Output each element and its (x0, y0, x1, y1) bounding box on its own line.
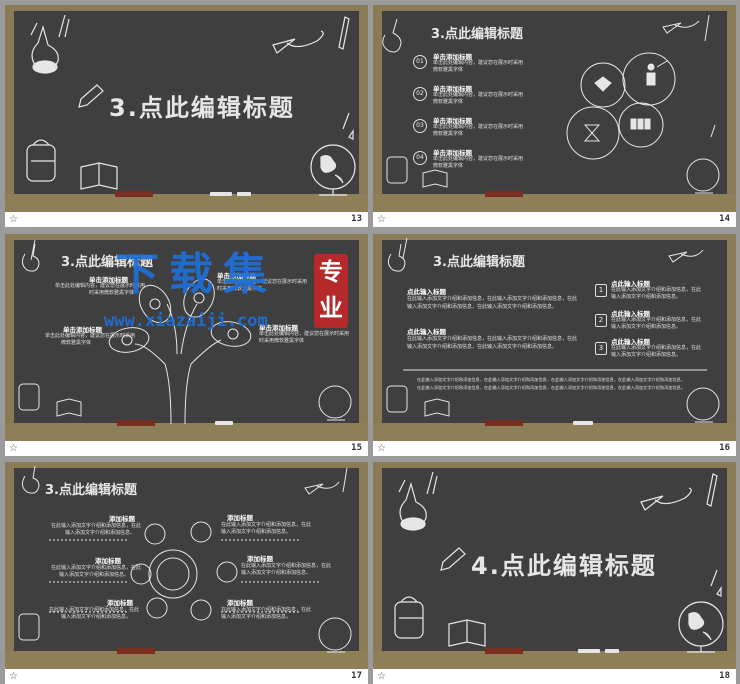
slide-thumbnail-17[interactable]: 3.点此编辑标题 添加标题 在此输入添加文字介绍和添加信息，在此 输入添加文字介… (5, 462, 368, 684)
slide-title[interactable]: 4.点此编辑标题 (471, 552, 657, 580)
backpack-icon (18, 383, 40, 411)
globe-icon (686, 387, 720, 421)
tree-trunk (134, 303, 222, 425)
star-icon[interactable]: ☆ (9, 214, 18, 225)
chalk-doodles (386, 237, 720, 423)
book-icon (80, 162, 118, 190)
flask-icon (21, 465, 40, 494)
hourglass-icon (583, 124, 601, 142)
pencil-icon (78, 84, 104, 108)
globe-icon (318, 617, 352, 651)
backpack-icon (386, 156, 408, 184)
leaf (138, 284, 172, 324)
star-icon[interactable]: ☆ (9, 671, 18, 682)
gear-icon (148, 549, 198, 599)
petal-circle (566, 106, 620, 160)
star-icon[interactable]: ☆ (377, 671, 386, 682)
slide-number: 16 (719, 443, 730, 453)
watermark-url: www.xiazaiji.com (104, 311, 268, 331)
slide-thumbnail-15[interactable]: 3.点此编辑标题 单击添加标题 单击此处编辑内容，建议您在展示时采用 时采用微软… (5, 234, 368, 456)
slide-number: 14 (719, 214, 730, 224)
slide-number: 15 (351, 443, 362, 453)
pencil-icon (338, 16, 350, 50)
binders-icon (630, 118, 637, 130)
slide-title[interactable]: 3.点此编辑标题 (45, 483, 137, 498)
backpack-icon (18, 613, 40, 641)
backpack-icon (386, 385, 408, 413)
watermark-logo-text: 下载集 (115, 249, 277, 300)
slide-title[interactable]: 3.点此编辑标题 (433, 255, 525, 270)
star-icon[interactable]: ☆ (377, 214, 386, 225)
paper-plane-icon (272, 30, 324, 54)
chalk-doodles (18, 239, 352, 425)
book-icon (424, 398, 450, 417)
globe-icon (318, 385, 352, 419)
star-icon[interactable]: ☆ (377, 443, 386, 454)
book-icon (448, 619, 486, 647)
chalk-doodles (394, 471, 724, 653)
slide-title[interactable]: 3.点此编辑标题 (61, 255, 153, 270)
slide-title[interactable]: 3.点此编辑标题 (109, 94, 295, 122)
flask-icon (190, 521, 212, 543)
teacher-icon (646, 60, 668, 86)
leaf (183, 278, 215, 318)
slide-title[interactable]: 3.点此编辑标题 (431, 27, 523, 42)
eraser (115, 191, 153, 197)
paper-plane-icon (662, 20, 700, 34)
slide-thumbnail-14[interactable]: 3.点此编辑标题 01 单击添加标题 单击此处编辑内容，建议您在展示时采用 微软… (373, 5, 736, 227)
petal-circle (580, 62, 626, 108)
book-icon (422, 169, 448, 188)
slide-number: 17 (351, 671, 362, 681)
flask-icon (387, 243, 406, 272)
star-icon (216, 561, 238, 583)
paper-plane-icon (668, 249, 704, 263)
leaf (210, 321, 252, 347)
star-icon[interactable]: ☆ (9, 443, 18, 454)
chart-icon (130, 563, 152, 585)
petal-circle (622, 52, 676, 106)
slide-number: 18 (719, 671, 730, 681)
petal-circle (618, 102, 664, 148)
flask-icon (21, 243, 40, 272)
slide-thumbnail-13[interactable]: 3.点此编辑标题 ☆ 13 (5, 5, 368, 227)
watermark-stamp: 专 业 (314, 254, 348, 328)
network-icon (190, 599, 212, 621)
chalk-doodles (26, 14, 356, 196)
leaf (108, 327, 150, 353)
chalk-doodles (18, 465, 352, 653)
backpack-icon (26, 144, 56, 182)
slide-number: 13 (351, 214, 362, 224)
book-icon (56, 398, 82, 417)
paper-plane-icon (304, 481, 340, 495)
handshake-icon (594, 76, 612, 92)
pencil-icon (440, 547, 466, 571)
pencil-icon (706, 473, 718, 507)
rocket-icon (144, 523, 166, 545)
slide-thumbnail-18[interactable]: 4.点此编辑标题 ☆ 18 (373, 462, 736, 684)
slide-thumbnail-16[interactable]: 3.点此编辑标题 点此输入标题 在此输入添加文字介绍和添加信息，在此输入添加文字… (373, 234, 736, 456)
paper-plane-icon (640, 487, 692, 511)
backpack-icon (394, 601, 424, 639)
flask-icon (382, 18, 402, 53)
chalk-doodles (382, 14, 720, 194)
globe-icon (686, 158, 720, 192)
chalkboard (14, 11, 359, 194)
book-icon (146, 597, 168, 619)
